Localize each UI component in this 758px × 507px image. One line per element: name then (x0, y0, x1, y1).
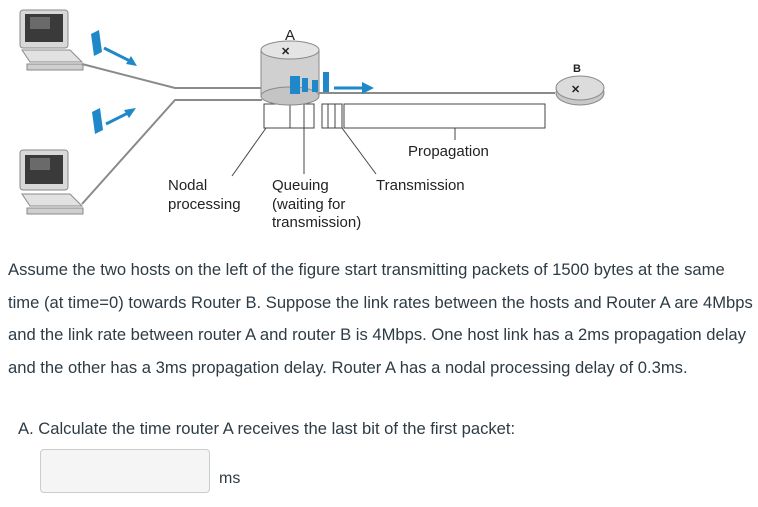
question-text: Assume the two hosts on the left of the … (8, 260, 753, 377)
propagation-segment (343, 103, 546, 129)
svg-text:✕: ✕ (571, 84, 580, 96)
question-part-a: A. Calculate the time router A receives … (18, 419, 516, 438)
label-nodal: Nodal (168, 177, 207, 194)
label-transmission-paren: transmission) (272, 214, 361, 231)
router-a-label: A (285, 27, 295, 44)
packet-icon (92, 108, 136, 134)
network-delay-diagram: ✕ A ✕ B Propagation Nodal processing Que… (19, 9, 605, 231)
transmission-segment (321, 103, 343, 129)
answer-unit: ms (219, 470, 241, 487)
host-computer-top (19, 9, 84, 71)
router-b-icon: ✕ (555, 75, 605, 106)
label-queuing: Queuing (272, 177, 329, 194)
answer-input[interactable] (40, 449, 210, 493)
label-waiting-for: (waiting for (272, 196, 345, 213)
host-computer-bottom (19, 149, 84, 215)
packet-icon (91, 30, 137, 66)
link-host1-router-a (81, 63, 262, 89)
svg-text:✕: ✕ (281, 46, 290, 58)
label-propagation: Propagation (408, 143, 489, 160)
router-queue-buffer (263, 103, 315, 129)
router-b-label: B (573, 63, 581, 75)
label-processing: processing (168, 196, 241, 213)
link-host2-router-a (81, 99, 262, 205)
router-a-icon: ✕ (260, 40, 374, 106)
label-transmission: Transmission (376, 177, 465, 194)
